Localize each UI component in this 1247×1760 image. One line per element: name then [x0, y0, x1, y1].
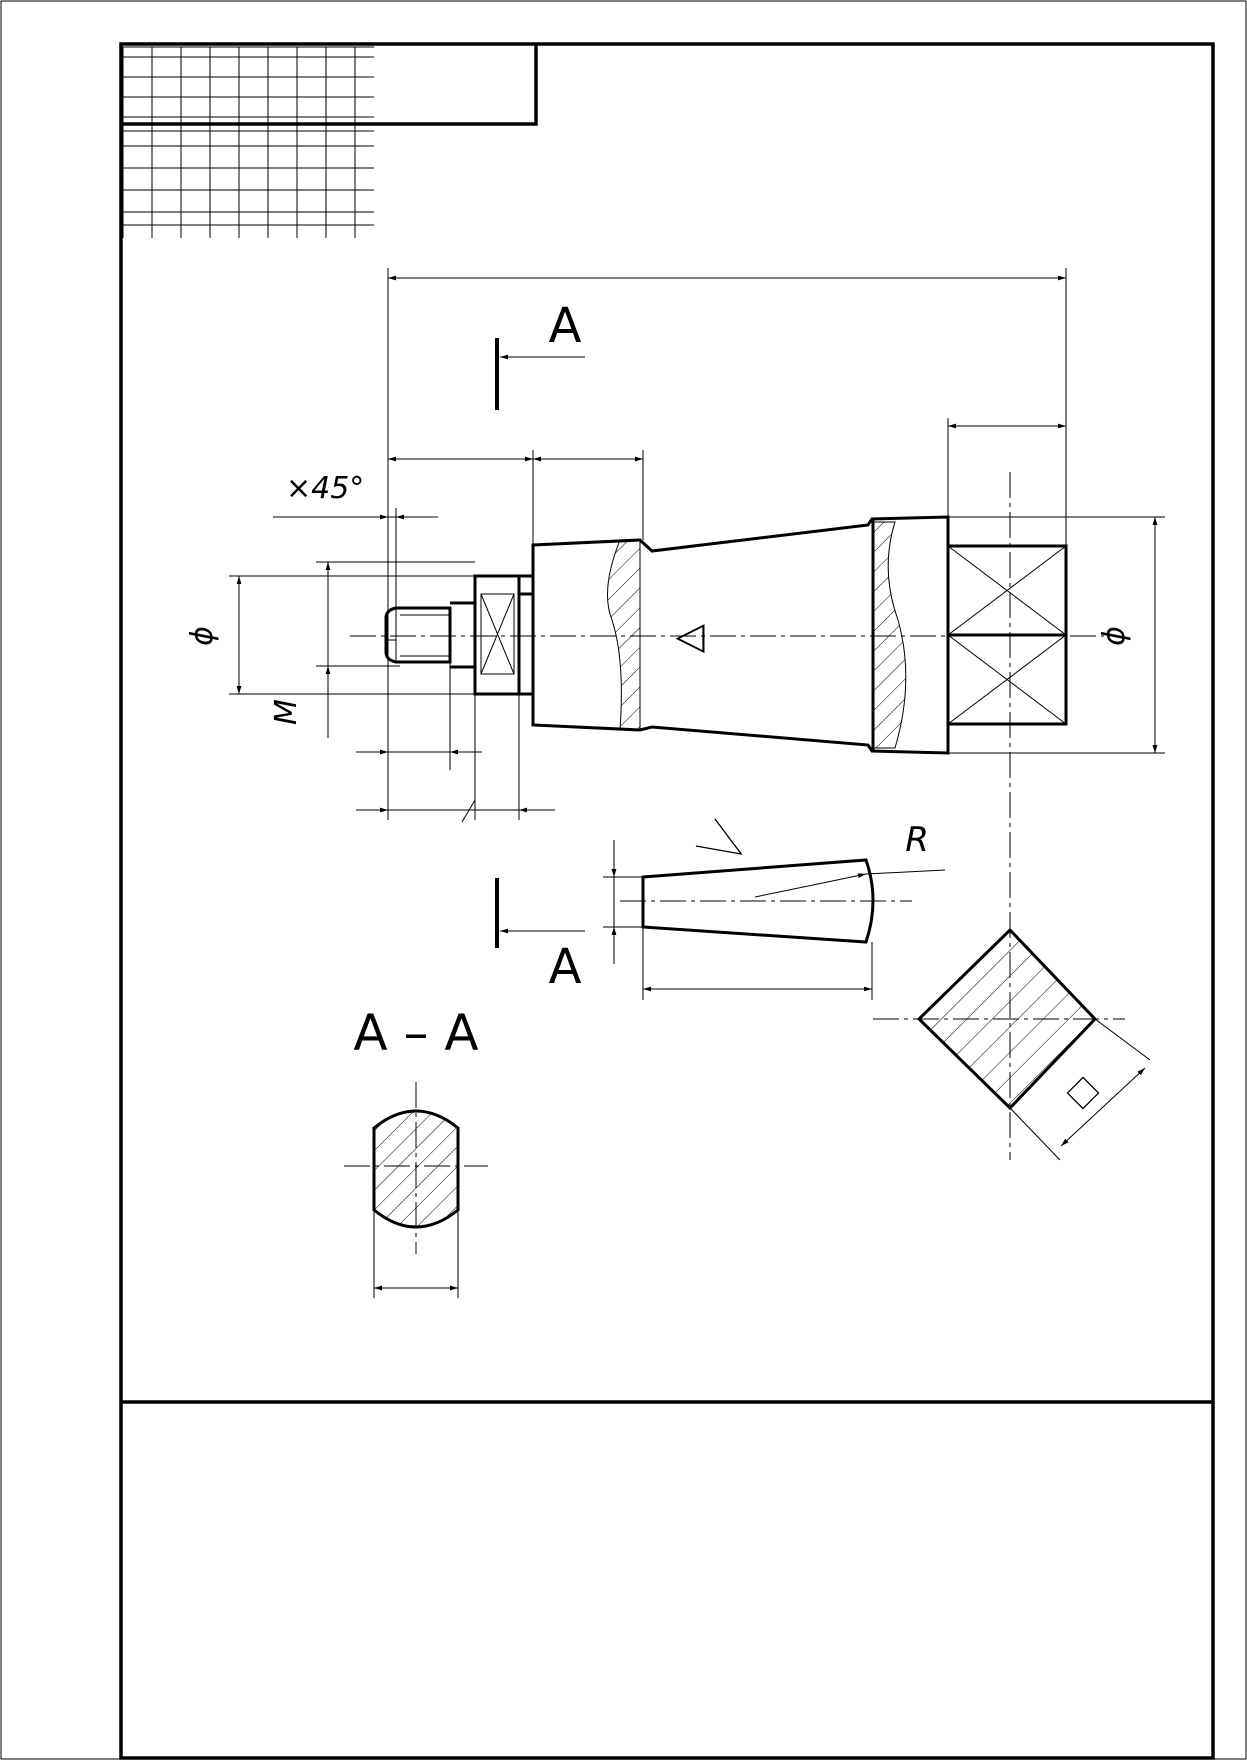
section-title: A – A — [353, 1004, 478, 1062]
hatched-break-right — [872, 521, 907, 749]
dimensions-main — [229, 268, 1165, 823]
angle-symbol — [695, 818, 743, 855]
inner-frame — [119, 42, 1215, 1760]
diameter-right-symbol: ϕ — [1097, 626, 1132, 646]
thread-symbol: M — [269, 699, 304, 725]
hatched-break-left — [607, 539, 641, 731]
radius-symbol: R — [905, 820, 929, 860]
svg-text:A: A — [549, 939, 582, 995]
section-mark-bottom: A — [495, 878, 585, 995]
section-mark-top: A — [495, 298, 585, 410]
square-section — [873, 927, 1151, 1161]
section-a-a — [344, 1082, 488, 1298]
square-collar-small — [473, 574, 521, 696]
svg-text:A: A — [549, 298, 582, 354]
blade-detail: R — [603, 818, 946, 1000]
thread-lines — [386, 608, 450, 662]
diameter-left-symbol: ϕ — [185, 626, 220, 646]
top-left-grid-block — [121, 44, 538, 238]
taper-symbol: ◁ — [675, 614, 705, 658]
shaft-main-view: ◁ — [350, 472, 1104, 1160]
square-symbol — [1066, 1076, 1100, 1110]
chamfer-note: ×45° — [286, 471, 364, 506]
